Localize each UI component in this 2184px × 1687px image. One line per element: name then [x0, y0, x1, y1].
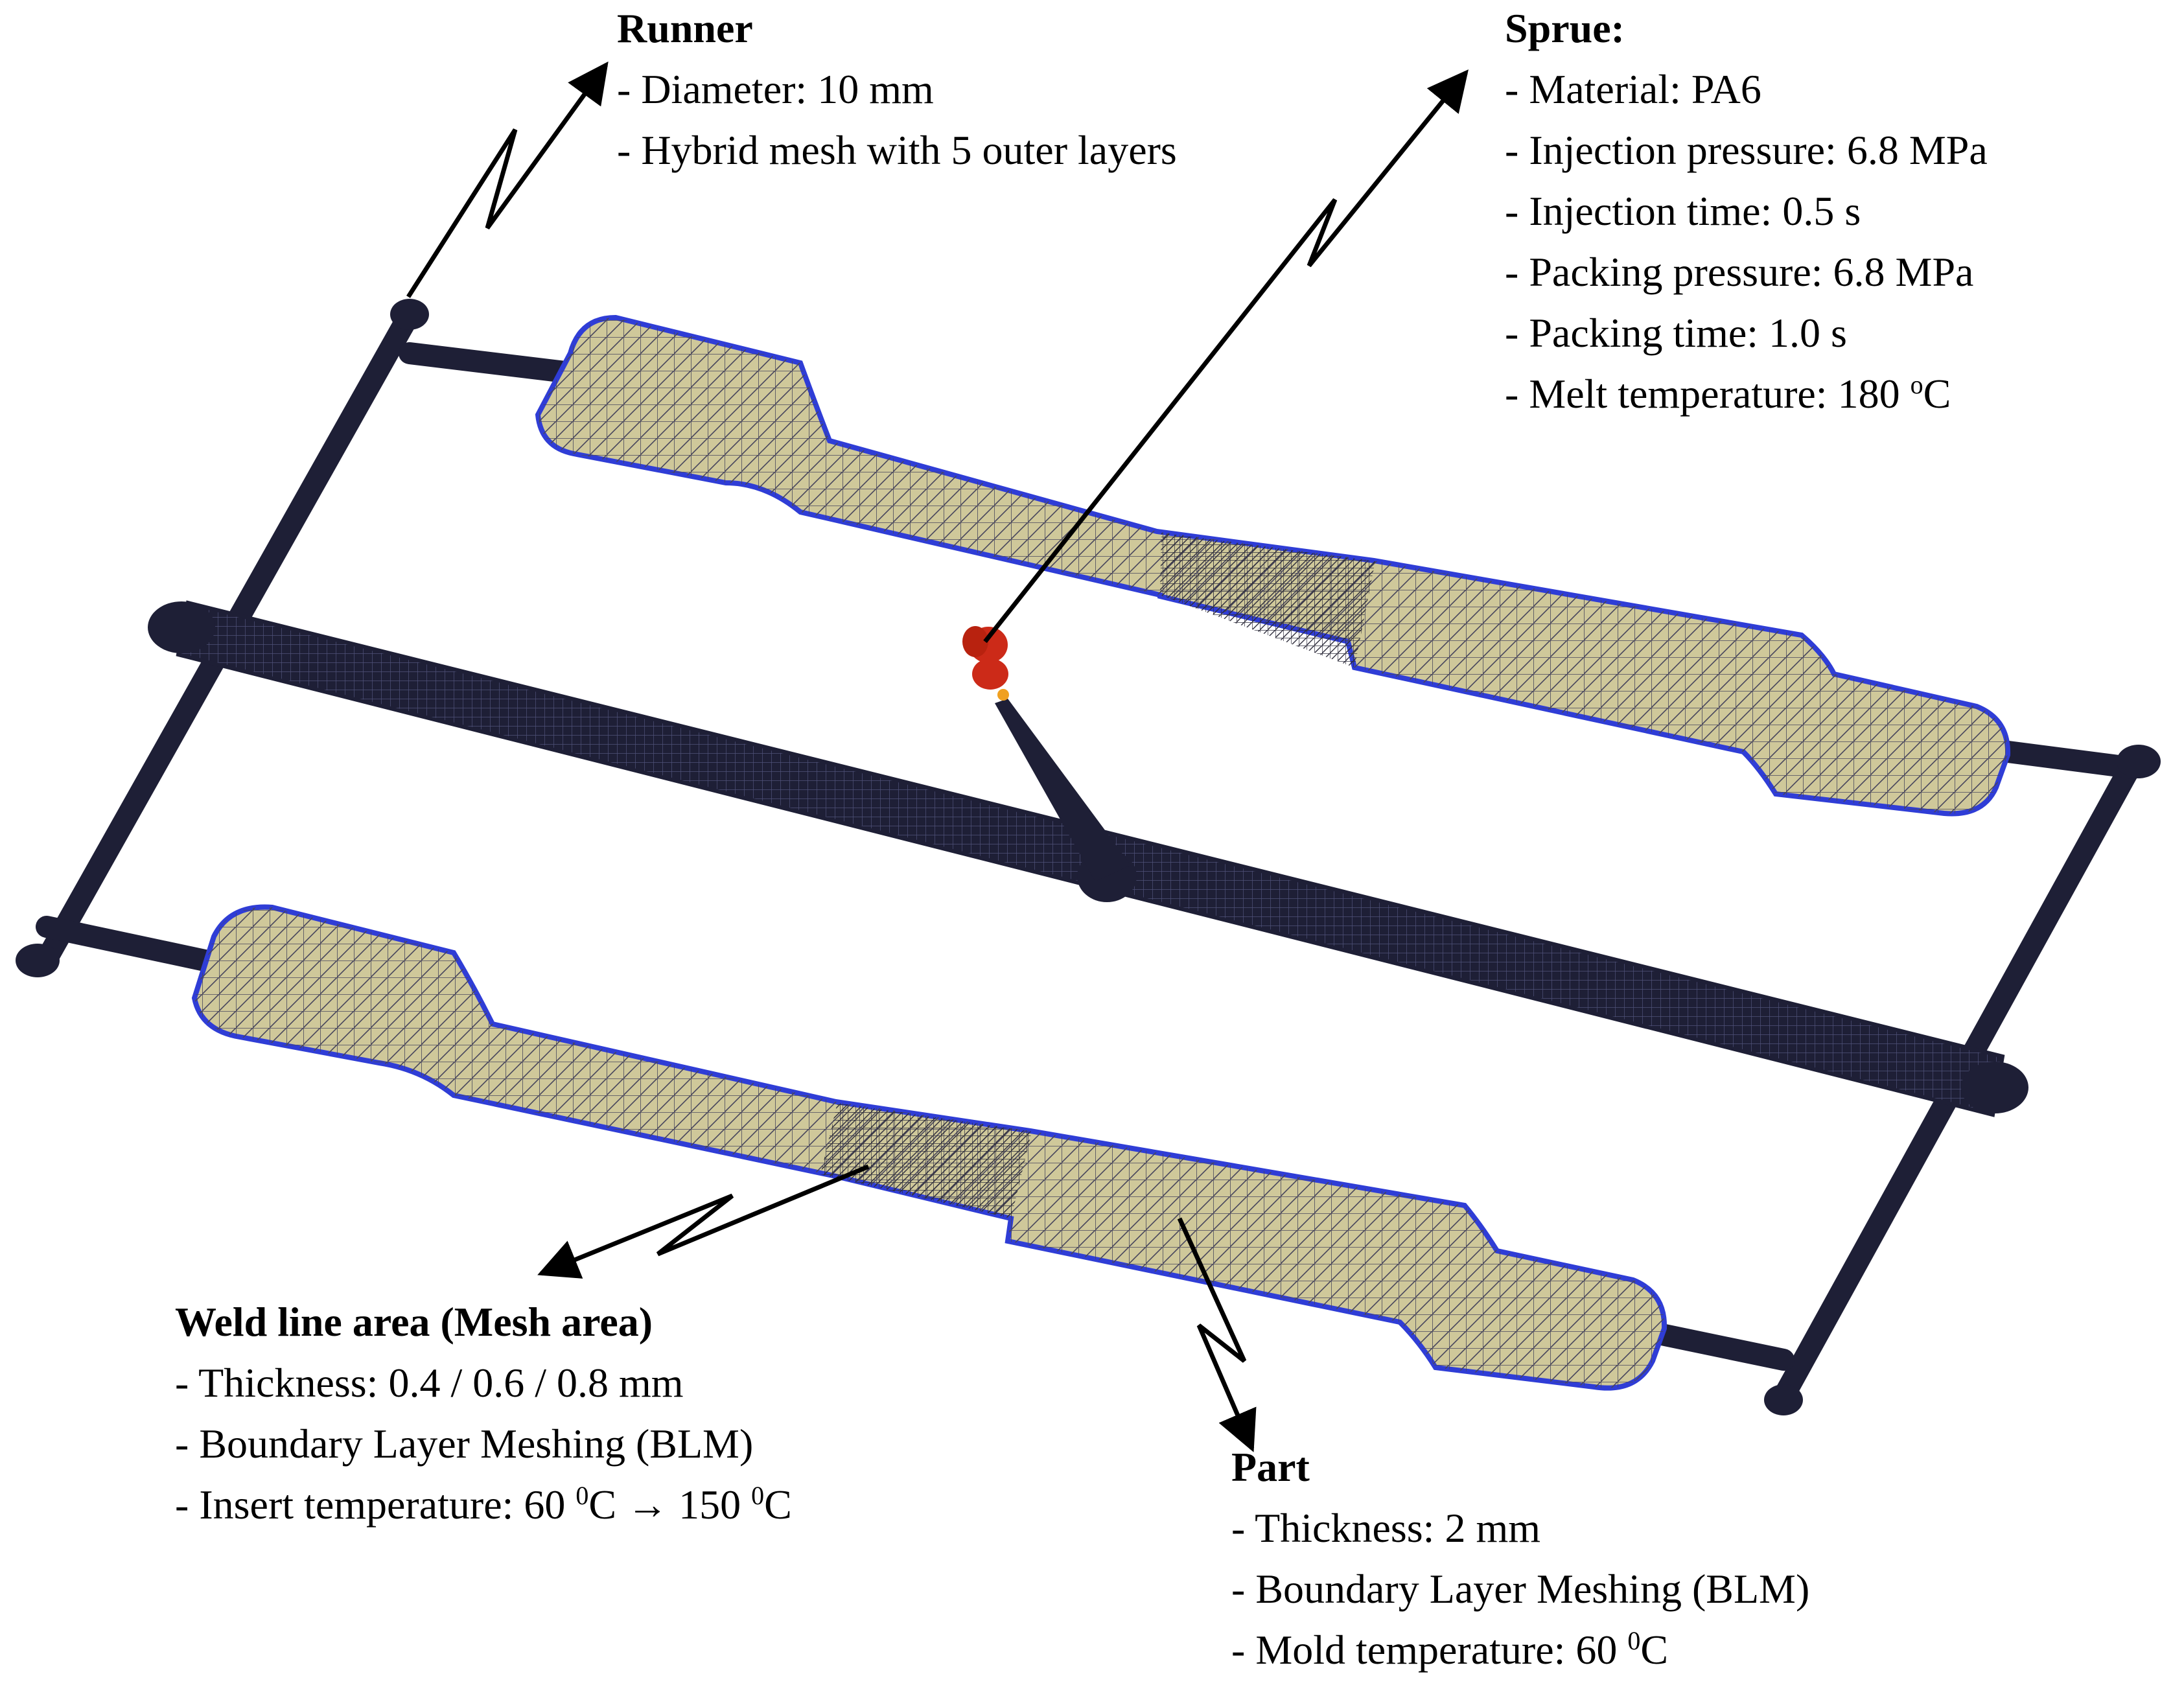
part-line: - Boundary Layer Meshing (BLM): [1231, 1566, 1810, 1612]
runner-heading: Runner: [617, 5, 753, 51]
sprue-leader-arrow: [983, 69, 1469, 644]
sprue-label: Sprue: - Material: PA6 - Injection press…: [1505, 8, 1988, 415]
runner-main-left-end: [148, 601, 215, 653]
part-heading: Part: [1231, 1444, 1310, 1490]
runner-line: - Diameter: 10 mm: [617, 66, 934, 112]
runner-end-cap: [390, 299, 429, 330]
sprue-gate-dot: [997, 689, 1009, 701]
weld-area-top: [1160, 533, 1375, 668]
degree-mark: 0: [751, 1481, 765, 1510]
part-line: - Thickness: 2 mm: [1231, 1505, 1540, 1551]
weld-line: - Thickness: 0.4 / 0.6 / 0.8 mm: [175, 1360, 684, 1406]
weld-heading: Weld line area (Mesh area): [175, 1299, 653, 1345]
weld-line: - Boundary Layer Meshing (BLM): [175, 1421, 754, 1467]
runner-label: Runner - Diameter: 10 mm - Hybrid mesh w…: [617, 8, 1177, 171]
leader-lines: [406, 61, 1469, 1452]
sprue: [962, 626, 1131, 881]
runner-end-cap: [1764, 1384, 1803, 1415]
degree-mark: 0: [1627, 1626, 1641, 1655]
sprue-line: - Packing time: 1.0 s: [1505, 310, 1847, 356]
weld-area-bottom: [820, 1103, 1032, 1218]
runner-top-branch: [399, 342, 581, 384]
degree-mark: 0: [575, 1481, 589, 1510]
runner-line: - Hybrid mesh with 5 outer layers: [617, 127, 1177, 173]
runner-bottom-branch: [36, 916, 225, 973]
runner-leader-arrow: [406, 61, 609, 298]
sprue-cone: [995, 699, 1131, 881]
sprue-inlet: [972, 658, 1008, 690]
degree-mark: o: [1910, 370, 1923, 399]
runner-end-cap: [2117, 745, 2161, 778]
part-label: Part - Thickness: 2 mm - Boundary Layer …: [1231, 1447, 1809, 1671]
part-top: [535, 314, 2011, 817]
weld-label: Weld line area (Mesh area) - Thickness: …: [175, 1301, 792, 1526]
sprue-line: - Melt temperature: 180 oC: [1505, 370, 1951, 417]
runner-right-bottom-branch: [1638, 1321, 1795, 1371]
part-leader-arrow: [1177, 1217, 1257, 1452]
runner-main-right-end: [1961, 1062, 2028, 1113]
sprue-line: - Injection time: 0.5 s: [1505, 188, 1861, 234]
sprue-line: - Injection pressure: 6.8 MPa: [1505, 127, 1988, 173]
runner-end-cap: [16, 944, 60, 977]
weld-leader-arrow: [537, 1164, 870, 1279]
sprue-inlet: [962, 626, 988, 657]
sprue-line: - Packing pressure: 6.8 MPa: [1505, 249, 1974, 295]
sprue-heading: Sprue:: [1505, 5, 1625, 51]
weld-line: - Insert temperature: 60 0C → 150 0C: [175, 1481, 792, 1528]
sprue-line: - Material: PA6: [1505, 66, 1761, 112]
part-line: - Mold temperature: 60 0C: [1231, 1626, 1669, 1673]
part-bottom: [191, 904, 1667, 1391]
